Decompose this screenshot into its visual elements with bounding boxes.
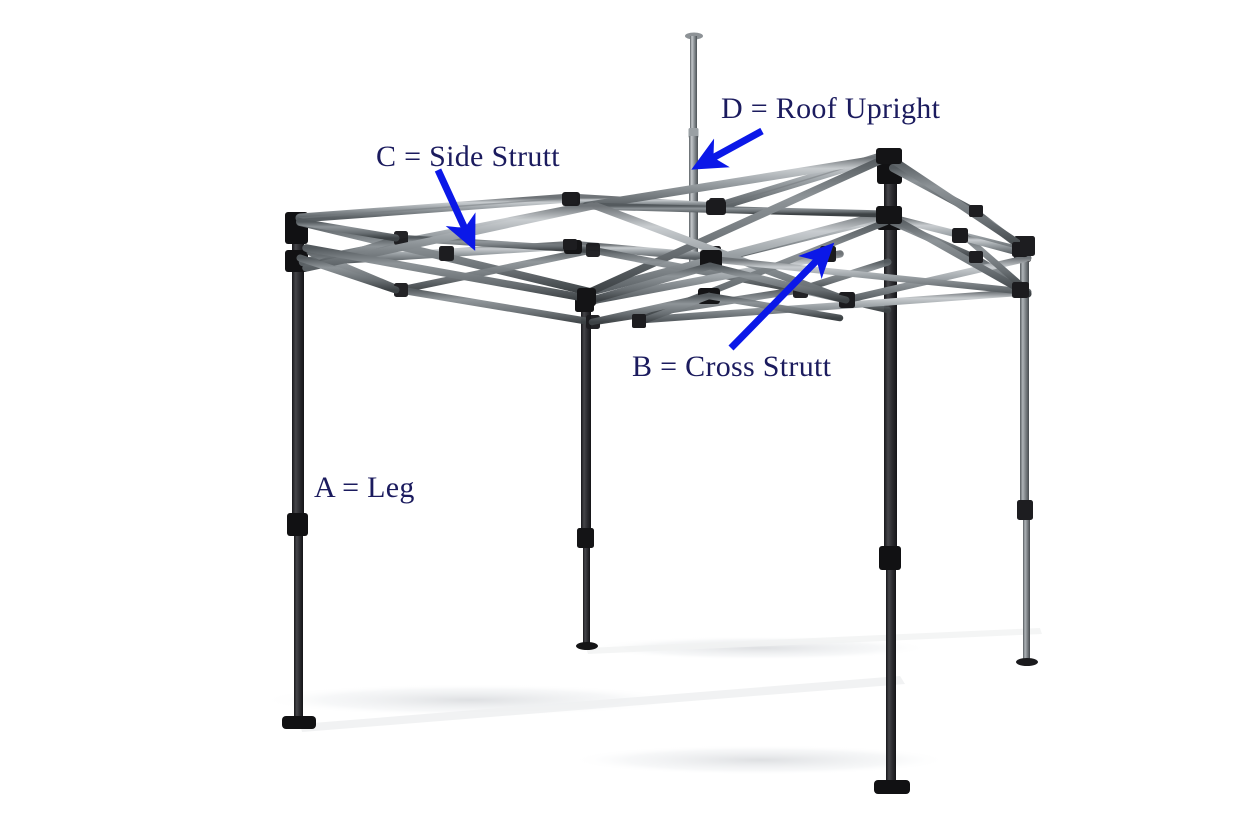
legs-group bbox=[282, 148, 1038, 794]
canopy-frame bbox=[295, 148, 1035, 329]
label-c-side-strutt: C = Side Strutt bbox=[376, 140, 560, 173]
leg-front-right bbox=[874, 148, 910, 794]
label-d-roof-upright: D = Roof Upright bbox=[721, 92, 941, 125]
arrow-d-roof-upright bbox=[691, 127, 764, 170]
label-a-leg: A = Leg bbox=[314, 471, 415, 504]
label-b-cross-strutt: B = Cross Strutt bbox=[632, 350, 832, 383]
leg-back-right bbox=[1014, 236, 1038, 666]
arrow-b-cross-strutt bbox=[728, 242, 835, 351]
left-end-panel bbox=[296, 218, 400, 294]
floor-shadows bbox=[260, 628, 1042, 775]
leg-front-left bbox=[282, 212, 316, 729]
rail-joint-nodes bbox=[440, 193, 1035, 328]
leg-back-left bbox=[575, 288, 598, 650]
right-end-panel bbox=[889, 156, 1032, 298]
callout-arrows bbox=[434, 127, 835, 351]
arrow-c-side-strutt bbox=[434, 168, 476, 251]
front-right-leg-brackets bbox=[876, 148, 902, 224]
roof-upright-pole bbox=[685, 32, 703, 266]
